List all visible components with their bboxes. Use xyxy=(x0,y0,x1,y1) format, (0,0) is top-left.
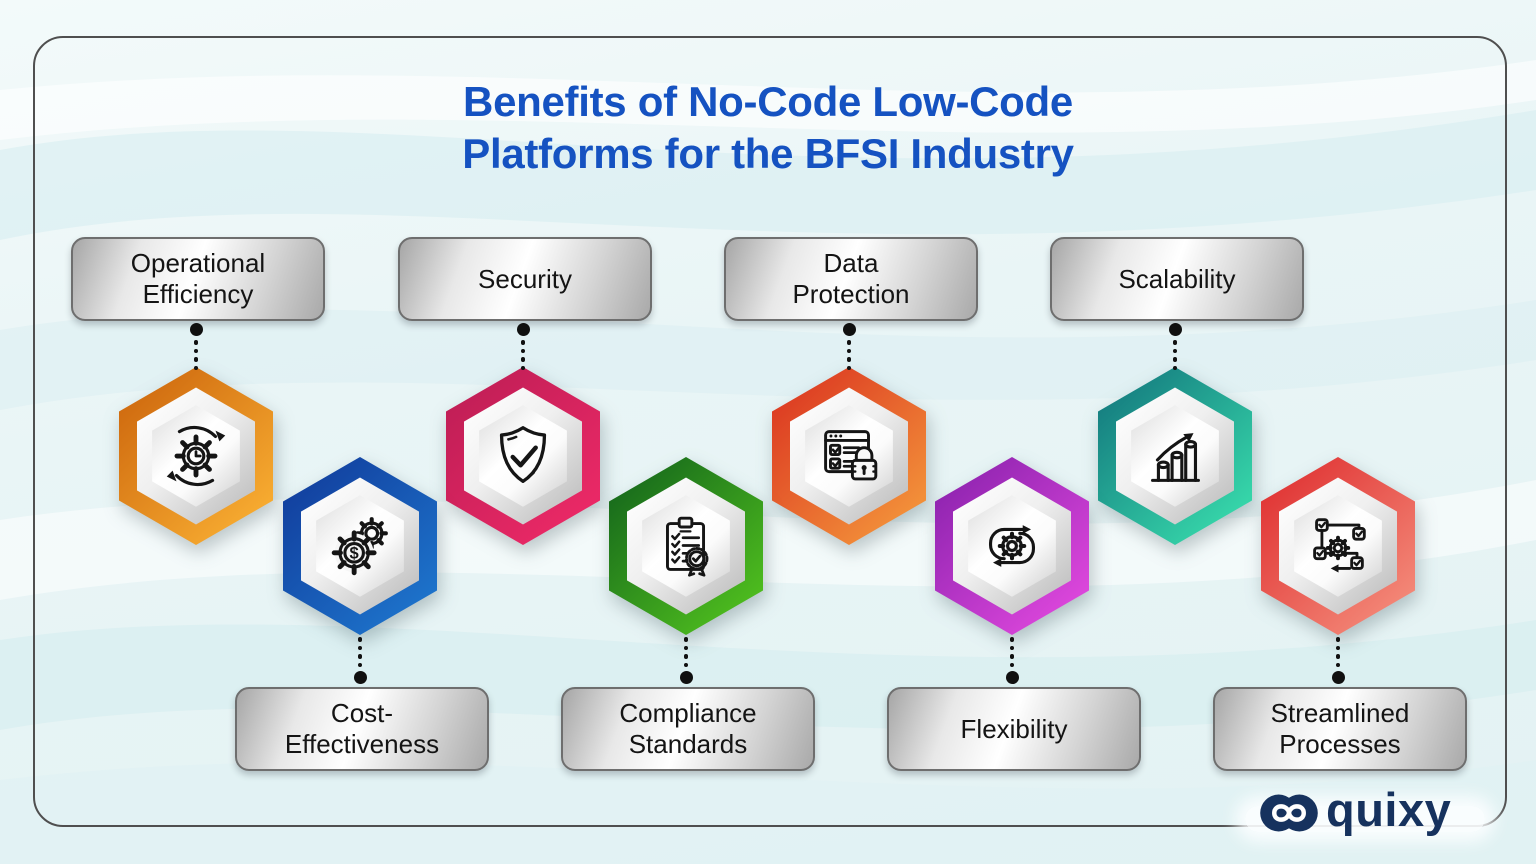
hexagon-security xyxy=(446,367,600,545)
benefit-label-data-protection: Data Protection xyxy=(724,237,978,321)
connector-dot xyxy=(679,671,693,684)
benefit-label-compliance-standards: Compliance Standards xyxy=(561,687,815,771)
connector-dot xyxy=(1331,671,1345,684)
benefit-label-security: Security xyxy=(398,237,652,321)
connector xyxy=(841,323,857,370)
benefit-label-flexibility: Flexibility xyxy=(887,687,1141,771)
connector-dot xyxy=(353,671,367,684)
hexagon-compliance-standards xyxy=(609,457,763,635)
title-line-1: Benefits of No-Code Low-Code xyxy=(463,78,1073,125)
workflow-icon xyxy=(1313,518,1366,573)
connector xyxy=(1330,637,1346,684)
connector-dot xyxy=(1168,323,1182,336)
connector-dot xyxy=(1005,671,1019,684)
benefit-label-operational-efficiency: Operational Efficiency xyxy=(71,237,325,321)
hexagon-streamlined-processes xyxy=(1261,457,1415,635)
benefit-label-cost-effectiveness: Cost- Effectiveness xyxy=(235,687,489,771)
connector-dot xyxy=(189,323,203,336)
form-lock-icon xyxy=(824,430,878,481)
connector-dot xyxy=(516,323,530,336)
connector xyxy=(1167,323,1183,370)
connector xyxy=(1004,637,1020,684)
border-frame xyxy=(33,36,1507,827)
connector xyxy=(678,637,694,684)
benefit-label-streamlined-processes: Streamlined Processes xyxy=(1213,687,1467,771)
hexagon-flexibility xyxy=(935,457,1089,635)
connector xyxy=(352,637,368,684)
connector xyxy=(188,323,204,370)
checklist-certificate-icon xyxy=(666,516,709,577)
hexagon-data-protection xyxy=(772,367,926,545)
hexagon-cost-effectiveness: $ xyxy=(283,457,437,635)
gear-clock-cycle-icon xyxy=(166,425,226,487)
benefit-label-scalability: Scalability xyxy=(1050,237,1304,321)
quixy-wordmark: quixy xyxy=(1326,783,1452,836)
brand-logo: quixy xyxy=(1258,786,1451,839)
title-line-2: Platforms for the BFSI Industry xyxy=(462,130,1074,177)
hexagon-operational-efficiency xyxy=(119,367,273,545)
svg-text:$: $ xyxy=(350,544,359,563)
page-title: Benefits of No-Code Low-Code Platforms f… xyxy=(0,76,1536,180)
agile-gear-icon xyxy=(988,525,1036,567)
gears-dollar-icon: $ xyxy=(331,517,388,576)
connector xyxy=(515,323,531,370)
connector-dot xyxy=(842,323,856,336)
hexagon-scalability xyxy=(1098,367,1252,545)
growth-chart-icon xyxy=(1151,433,1200,482)
quixy-logomark-icon xyxy=(1260,794,1318,831)
shield-check-icon xyxy=(499,426,547,484)
